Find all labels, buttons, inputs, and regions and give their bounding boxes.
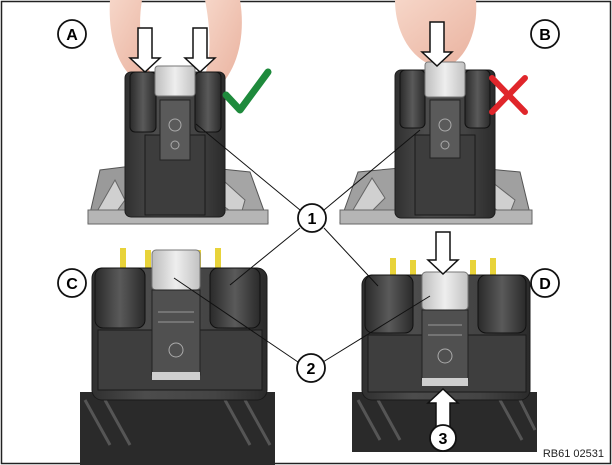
down-arrow-icon [183,27,217,74]
callout-3: 3 [429,424,457,452]
panel-label-b: B [530,19,560,49]
x-mark-icon [489,75,528,115]
panel-label-c: C [57,268,87,298]
panel-label-a: A [57,19,87,49]
callout-2-text: 2 [307,361,316,378]
leader-lines [173,123,431,363]
down-arrow-icon [128,27,162,74]
reference-code: RB61 02531 [543,448,604,460]
panel-label-d: D [530,268,560,298]
panel-a-connector [87,0,269,225]
panel-label-d-text: D [539,276,551,293]
panel-label-c-text: C [66,276,78,293]
panel-c-connector [80,248,275,465]
callout-1-text: 1 [308,211,317,228]
down-arrow-icon [426,231,460,276]
check-mark-icon [222,68,272,114]
down-arrow-icon [420,21,454,68]
panel-label-b-text: B [539,27,551,44]
up-arrow-icon [426,387,460,431]
callout-3-text: 3 [439,431,448,448]
panel-label-a-text: A [66,27,78,44]
callout-2: 2 [296,353,326,383]
panel-b-connector [339,0,533,225]
callout-1: 1 [297,203,327,233]
